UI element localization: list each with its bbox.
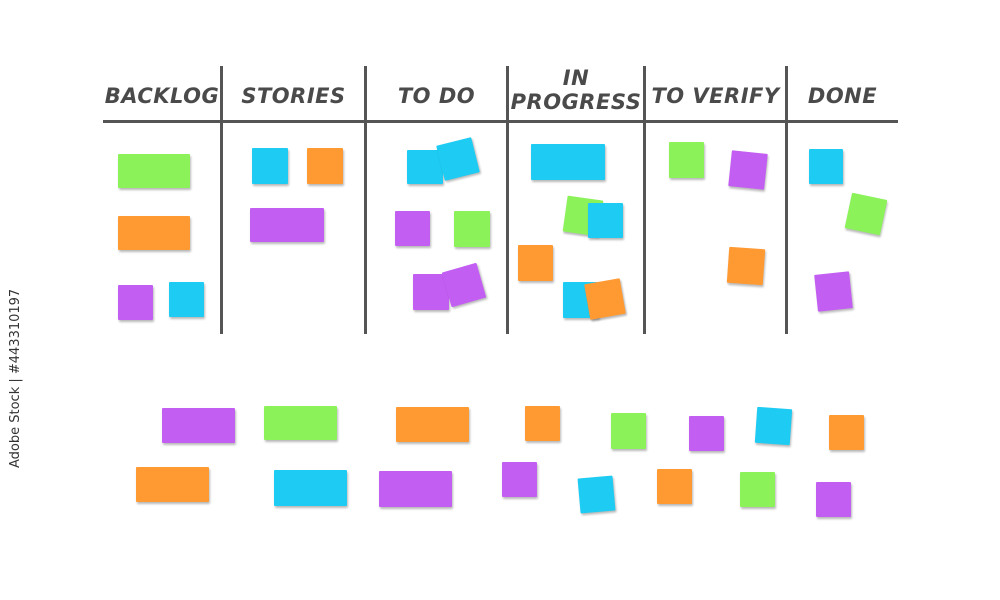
sticky-note[interactable] — [531, 144, 605, 180]
sticky-note[interactable] — [307, 148, 343, 184]
sticky-note[interactable] — [669, 142, 704, 178]
column-divider-3 — [506, 66, 509, 334]
sticky-note[interactable] — [250, 208, 324, 242]
column-header-stories: STORIES — [241, 84, 346, 108]
column-header-to-verify: TO VERIFY — [651, 84, 780, 108]
column-header-backlog: BACKLOG — [104, 84, 220, 108]
sticky-note[interactable] — [809, 149, 843, 184]
sticky-note[interactable] — [379, 471, 452, 507]
sticky-note[interactable] — [264, 406, 337, 440]
column-divider-5 — [785, 66, 788, 334]
sticky-note[interactable] — [118, 154, 190, 188]
sticky-note[interactable] — [577, 475, 616, 514]
sticky-note[interactable] — [657, 469, 692, 504]
sticky-note[interactable] — [584, 278, 626, 320]
column-divider-4 — [643, 66, 646, 334]
sticky-note[interactable] — [252, 148, 288, 184]
sticky-note[interactable] — [407, 150, 443, 184]
sticky-note[interactable] — [436, 137, 480, 181]
column-header-to-do: TO DO — [397, 84, 476, 108]
sticky-note[interactable] — [740, 472, 775, 507]
sticky-note[interactable] — [454, 211, 490, 247]
sticky-note[interactable] — [118, 216, 190, 250]
sticky-note[interactable] — [829, 415, 864, 450]
sticky-note[interactable] — [136, 467, 209, 502]
column-header-done: DONE — [807, 84, 878, 108]
sticky-note[interactable] — [395, 211, 430, 246]
sticky-note[interactable] — [728, 150, 768, 190]
stock-id-text: Adobe Stock | #443310197 — [8, 288, 23, 468]
sticky-note[interactable] — [754, 406, 793, 446]
header-divider-line — [103, 120, 898, 123]
sticky-note[interactable] — [118, 285, 153, 320]
sticky-note[interactable] — [518, 245, 553, 281]
column-divider-2 — [364, 66, 367, 334]
sticky-note[interactable] — [816, 482, 851, 517]
sticky-note[interactable] — [274, 470, 347, 506]
sticky-note[interactable] — [502, 462, 537, 497]
sticky-note[interactable] — [726, 246, 766, 286]
sticky-note[interactable] — [525, 406, 560, 441]
sticky-note[interactable] — [814, 271, 853, 312]
column-header-in-progress: IN PROGRESS — [510, 66, 642, 114]
sticky-note[interactable] — [396, 407, 469, 442]
sticky-note[interactable] — [611, 413, 646, 449]
sticky-note[interactable] — [689, 416, 724, 451]
column-divider-1 — [220, 66, 223, 334]
sticky-note[interactable] — [162, 408, 235, 443]
sticky-note[interactable] — [844, 192, 888, 236]
sticky-note[interactable] — [169, 282, 204, 317]
sticky-note[interactable] — [588, 203, 623, 238]
